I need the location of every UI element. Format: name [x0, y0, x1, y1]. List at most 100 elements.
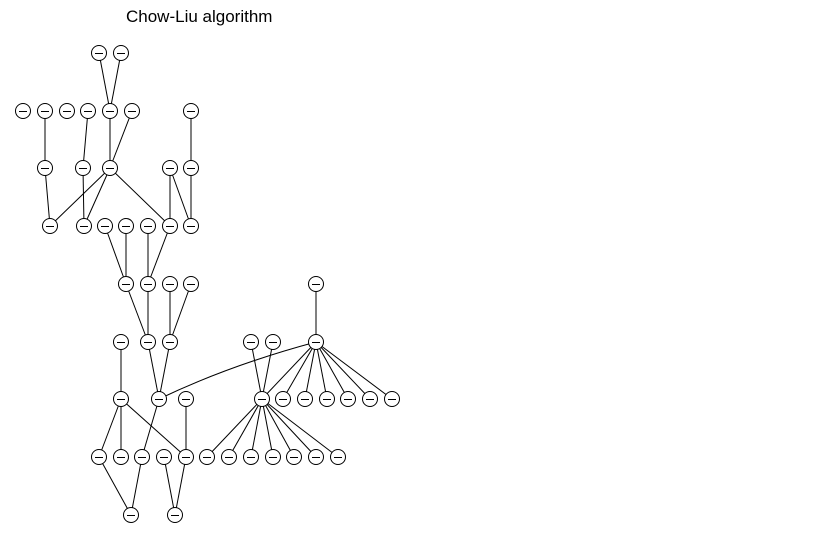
tree-edge — [147, 225, 171, 285]
edge-layer — [44, 52, 393, 516]
tree-edge — [228, 398, 263, 458]
variable-node — [140, 276, 156, 292]
variable-node — [140, 334, 156, 350]
variable-node — [134, 449, 150, 465]
tree-edge — [261, 341, 274, 400]
tree-edge — [98, 52, 111, 112]
variable-node — [178, 449, 194, 465]
tree-edge — [315, 341, 328, 400]
variable-node — [162, 218, 178, 234]
variable-node — [162, 160, 178, 176]
variable-node — [319, 391, 335, 407]
variable-node — [297, 391, 313, 407]
tree-edge — [44, 167, 51, 227]
tree-edge — [83, 167, 111, 227]
variable-node — [113, 334, 129, 350]
variable-node — [113, 45, 129, 61]
variable-node — [37, 103, 53, 119]
tree-edge — [158, 341, 317, 400]
tree-edge — [315, 341, 393, 400]
tree-edge — [250, 398, 263, 458]
variable-node — [308, 449, 324, 465]
variable-node — [183, 218, 199, 234]
variable-node — [221, 449, 237, 465]
variable-node — [80, 103, 96, 119]
variable-node — [59, 103, 75, 119]
tree-edge — [125, 283, 149, 343]
tree-edge — [261, 398, 317, 458]
variable-node — [102, 160, 118, 176]
variable-node — [199, 449, 215, 465]
tree-edge — [98, 398, 122, 458]
variable-node — [118, 276, 134, 292]
tree-edge — [250, 341, 263, 400]
tree-edge — [158, 341, 171, 400]
variable-node — [97, 218, 113, 234]
tree-edge — [130, 456, 143, 516]
variable-node — [102, 103, 118, 119]
variable-node — [91, 45, 107, 61]
tree-edge — [141, 398, 160, 458]
variable-node — [384, 391, 400, 407]
variable-node — [183, 276, 199, 292]
tree-edge — [147, 341, 160, 400]
tree-edge — [261, 398, 295, 458]
tree-edge — [261, 398, 274, 458]
variable-node — [113, 391, 129, 407]
variable-node — [243, 334, 259, 350]
tree-edge — [49, 167, 111, 227]
variable-node — [124, 103, 140, 119]
diagram-title: Chow-Liu algorithm — [126, 7, 273, 26]
variable-node — [162, 334, 178, 350]
variable-node — [330, 449, 346, 465]
variable-node — [362, 391, 378, 407]
variable-node — [340, 391, 356, 407]
tree-edge — [104, 225, 127, 285]
variable-node — [275, 391, 291, 407]
variable-node — [308, 334, 324, 350]
tree-edge — [169, 283, 192, 343]
tree-edge — [261, 341, 317, 400]
tree-edge — [82, 110, 89, 169]
variable-node — [167, 507, 183, 523]
tree-edge — [282, 341, 317, 400]
tree-edge — [163, 456, 176, 516]
tree-edge — [315, 341, 371, 400]
variable-node — [254, 391, 270, 407]
variable-node — [265, 334, 281, 350]
variable-node — [118, 218, 134, 234]
tree-edge — [109, 167, 171, 227]
variable-node — [15, 103, 31, 119]
node-layer — [15, 45, 400, 523]
tree-edge — [120, 398, 187, 458]
tree-edge — [109, 110, 133, 169]
tree-edge — [174, 456, 187, 516]
variable-node — [243, 449, 259, 465]
tree-edge — [304, 341, 317, 400]
variable-node — [178, 391, 194, 407]
variable-node — [91, 449, 107, 465]
variable-node — [151, 391, 167, 407]
variable-node — [123, 507, 139, 523]
variable-node — [37, 160, 53, 176]
variable-node — [113, 449, 129, 465]
variable-node — [162, 276, 178, 292]
variable-node — [156, 449, 172, 465]
tree-edge — [206, 398, 263, 458]
tree-edge — [315, 341, 349, 400]
tree-edge — [109, 52, 122, 112]
variable-node — [286, 449, 302, 465]
tree-edge — [98, 456, 132, 516]
variable-node — [75, 160, 91, 176]
variable-node — [183, 160, 199, 176]
variable-node — [265, 449, 281, 465]
tree-edge — [169, 167, 192, 227]
variable-node — [183, 103, 199, 119]
variable-node — [140, 218, 156, 234]
variable-node — [76, 218, 92, 234]
variable-node — [308, 276, 324, 292]
tree-edge — [82, 167, 85, 227]
tree-edge — [261, 398, 339, 458]
variable-node — [42, 218, 58, 234]
